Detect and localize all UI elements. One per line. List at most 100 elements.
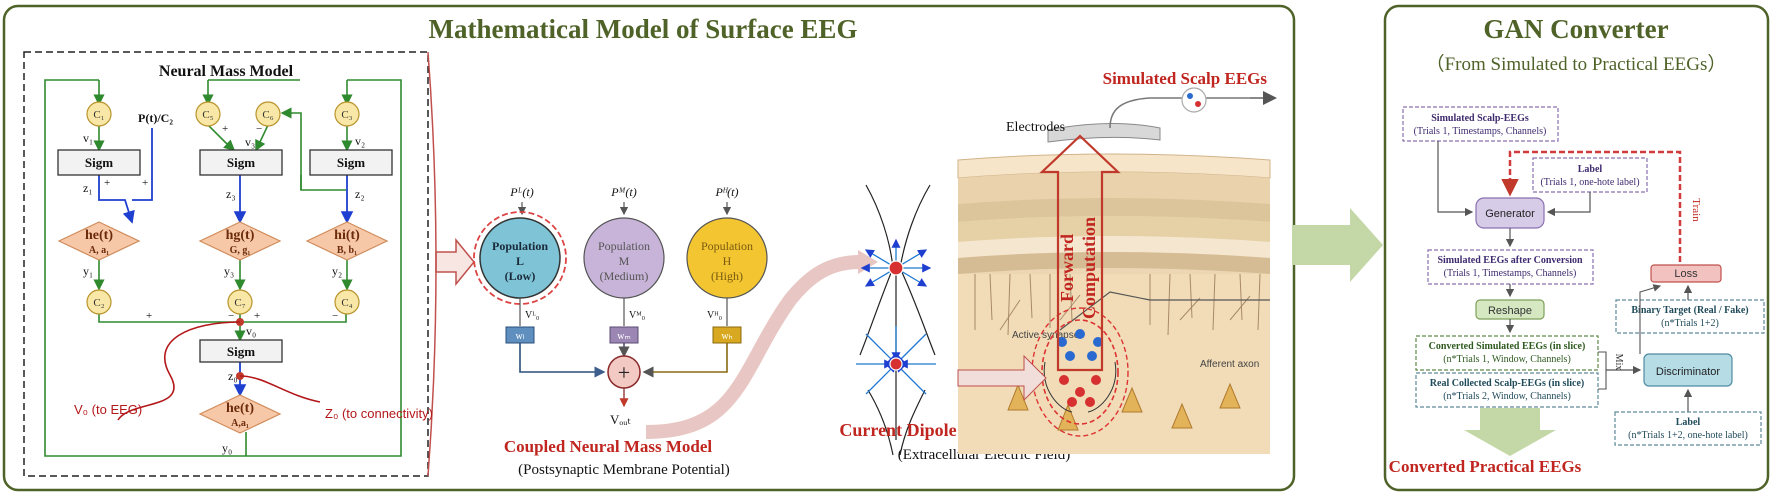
v0-m-label: Vᴹ₀ bbox=[629, 310, 646, 321]
gan-converter: Simulated Scalp-EEGs (Trials 1, Timestam… bbox=[1389, 106, 1765, 476]
z0-tap bbox=[239, 375, 321, 403]
c5-node bbox=[195, 101, 221, 127]
c7-label: C₇ bbox=[234, 297, 245, 309]
sign-7: + bbox=[254, 310, 260, 322]
weight-h-label: wₕ bbox=[721, 331, 732, 342]
population-h-line1: Population bbox=[701, 239, 753, 253]
coupled-caption-title: Coupled Neural Mass Model bbox=[504, 437, 713, 456]
c3-label: C₃ bbox=[341, 109, 352, 121]
reshape-label: Reshape bbox=[1488, 305, 1532, 317]
sigm-box-2 bbox=[309, 149, 393, 176]
label-bottom-line1: Label bbox=[1676, 417, 1701, 428]
sign-8: − bbox=[332, 310, 338, 322]
kernel-hg-params: G, g₁ bbox=[230, 245, 251, 256]
sigm-3-label: Sigm bbox=[227, 155, 255, 170]
afferent-axon-label: Afferent axon bbox=[1200, 359, 1259, 370]
coupled-neural-mass-model: Pᴸ(t) Pᴹ(t) Pᴴ(t) Population L (Low) Pop… bbox=[473, 185, 878, 478]
input-pl: Pᴸ(t) bbox=[509, 185, 533, 199]
nmm-dashed-box bbox=[23, 51, 429, 477]
var-y3: y₃ bbox=[224, 264, 234, 278]
main-panel-title: Mathematical Model of Surface EEG bbox=[429, 14, 858, 44]
label-top-box bbox=[1532, 157, 1648, 193]
link-l-sum bbox=[519, 343, 606, 378]
sim-after-box bbox=[1427, 249, 1594, 285]
output-arrow bbox=[1464, 408, 1556, 456]
v0-tap bbox=[117, 321, 241, 421]
train-path bbox=[1501, 150, 1682, 262]
population-h-line3: (High) bbox=[711, 269, 743, 283]
generator-label: Generator bbox=[1485, 208, 1535, 220]
kernel-hg-name: hg(t) bbox=[226, 228, 255, 243]
var-z1: z₁ bbox=[83, 181, 93, 195]
coupled-to-dipole-arrow bbox=[645, 255, 861, 439]
v0-h-label: Vᴴ₀ bbox=[707, 310, 723, 321]
population-m-line3: (Medium) bbox=[600, 269, 649, 283]
population-h-line2: H bbox=[723, 254, 732, 268]
link-c5-sigm bbox=[207, 124, 236, 152]
input-pm: Pᴹ(t) bbox=[610, 185, 636, 199]
active-synapses-label: Active synapses bbox=[1012, 330, 1084, 341]
sum-symbol: + bbox=[618, 360, 630, 385]
forward-label: Forward bbox=[1057, 234, 1077, 302]
link-sim-generator bbox=[1437, 141, 1474, 217]
vout-label: Vₒᵤₜ bbox=[610, 412, 631, 427]
weight-m-label: wₘ bbox=[617, 331, 630, 342]
sigm-2-label: Sigm bbox=[337, 155, 365, 170]
label-top-line2: (Trials 1, one-hote label) bbox=[1540, 177, 1639, 188]
input-label: P(t)/C₂ bbox=[138, 111, 173, 125]
c1-node bbox=[86, 101, 112, 127]
converted-slice-box bbox=[1415, 335, 1599, 371]
kernel-he-diamond bbox=[57, 221, 141, 261]
var-v1: v₁ bbox=[83, 131, 93, 145]
sim-input-box bbox=[1402, 106, 1559, 142]
c2-node bbox=[86, 289, 112, 315]
converted-slice-line1: Converted Simulated EEGs (in slice) bbox=[1429, 341, 1586, 352]
v0-l-label: Vᴸ₀ bbox=[525, 310, 540, 321]
var-z2: z₂ bbox=[355, 187, 365, 201]
population-m-line1: Population bbox=[598, 239, 650, 253]
nmm-title: Neural Mass Model bbox=[159, 63, 294, 80]
kernel-he-out-params: A,a₁ bbox=[231, 418, 249, 429]
converted-practical-label: Converted Practical EEGs bbox=[1389, 457, 1582, 476]
coupled-caption-sub: (Postsynaptic Membrane Potential) bbox=[518, 462, 730, 478]
sign-3: + bbox=[222, 123, 228, 135]
dipole-caption-title: Current Dipole bbox=[839, 420, 956, 440]
kernel-hi-params: B, b₁ bbox=[337, 245, 357, 256]
binary-target-line1: Binary Target (Real / Fake) bbox=[1631, 305, 1748, 316]
gan-panel-subtitle: （From Simulated to Practical EEGs） bbox=[1426, 53, 1727, 75]
c7-node bbox=[227, 289, 253, 315]
c3-node bbox=[334, 101, 360, 127]
population-l-line2: L bbox=[516, 254, 524, 268]
neural-mass-model: Neural Mass Model bbox=[23, 51, 437, 477]
forward-computation-arrow bbox=[1039, 134, 1121, 372]
blue-input bbox=[132, 128, 153, 201]
kernel-he-out-name: he(t) bbox=[226, 401, 254, 416]
sim-input-line1: Simulated Scalp-EEGs bbox=[1431, 113, 1529, 124]
computation-label: Computation bbox=[1079, 217, 1099, 319]
simulated-scalp-eegs-label: Simulated Scalp EEGs bbox=[1103, 69, 1268, 88]
c1-label: C₁ bbox=[93, 109, 104, 121]
mix-label: Mix bbox=[1613, 354, 1624, 371]
converted-slice-line2: (n*Trials 1, Window, Channels) bbox=[1443, 354, 1571, 365]
kernel-hi-diamond bbox=[305, 221, 389, 261]
sigm-1-label: Sigm bbox=[85, 155, 113, 170]
population-l-line3: (Low) bbox=[505, 269, 536, 283]
sign-2: + bbox=[142, 177, 148, 189]
real-slice-box bbox=[1415, 372, 1599, 408]
real-slice-line2: (n*Trials 2, Window, Channels) bbox=[1443, 391, 1571, 402]
binary-target-line2: (n*Trials 1+2) bbox=[1661, 318, 1719, 329]
c2-label: C₂ bbox=[93, 297, 104, 309]
sign-1: + bbox=[104, 177, 110, 189]
c5-label: C₅ bbox=[202, 109, 213, 121]
var-z0: z₀ bbox=[228, 369, 238, 383]
kernel-he-name: he(t) bbox=[85, 228, 113, 243]
sign-6: − bbox=[228, 310, 234, 322]
sigm-box-3 bbox=[199, 149, 283, 176]
link-h-sum bbox=[642, 343, 728, 378]
weight-l-label: wₗ bbox=[516, 331, 525, 342]
input-ph: Pᴴ(t) bbox=[715, 185, 739, 199]
link-label-generator bbox=[1546, 192, 1591, 217]
cortex-illustration: Active synapses Afferent axon Electrodes… bbox=[957, 69, 1277, 454]
link-z2-c6 bbox=[280, 107, 302, 190]
